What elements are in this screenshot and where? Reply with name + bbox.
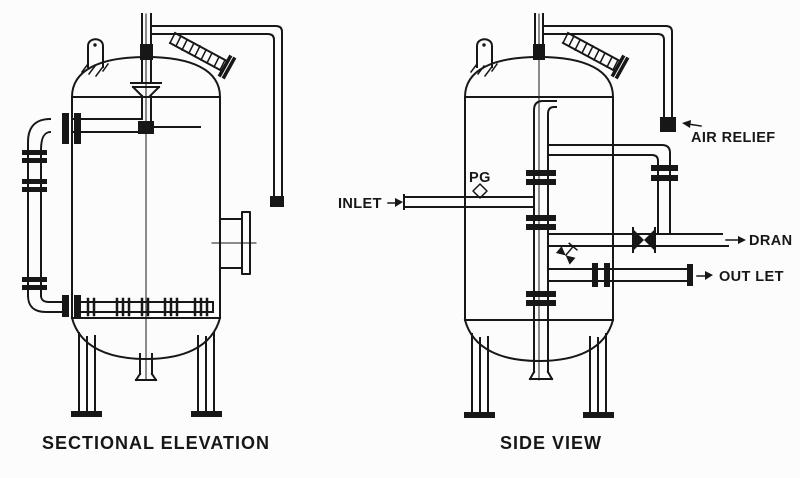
outlet-label: OUT LET xyxy=(719,269,784,285)
pipe-flange xyxy=(22,277,47,290)
pipe-flange xyxy=(526,291,556,306)
front-downcomer-pipe xyxy=(526,100,557,381)
upper-crossover-pipe xyxy=(547,144,678,235)
arrow-icon xyxy=(738,236,746,244)
inlet-pipe xyxy=(403,194,535,210)
pipe-flange xyxy=(22,179,47,192)
vessel-shell xyxy=(464,96,614,321)
foot-plate xyxy=(191,411,222,417)
arrow-icon xyxy=(705,271,713,280)
inlet-funnel xyxy=(130,82,162,98)
outlet-end-flange xyxy=(687,264,693,286)
arrow-icon xyxy=(682,120,691,128)
thread-hatching xyxy=(168,31,227,72)
support-leg-left xyxy=(464,333,495,418)
pipe-flange xyxy=(651,165,678,181)
pipe-flange xyxy=(22,150,47,163)
drain-callout: DRAN xyxy=(725,233,793,249)
side-view-caption: SIDE VIEW xyxy=(500,433,602,453)
drain-pipe xyxy=(547,227,729,253)
bottom-collection-header xyxy=(80,297,214,317)
foot-plate xyxy=(464,412,495,418)
bottom-drain-nozzle xyxy=(134,353,158,382)
sectional-elevation-caption: SECTIONAL ELEVATION xyxy=(42,433,270,453)
support-leg-right xyxy=(191,332,222,417)
thread-hatching xyxy=(561,31,620,72)
sectional-elevation-view: SECTIONAL ELEVATION xyxy=(22,13,284,453)
foot-plate xyxy=(583,412,614,418)
inlet-distributor-nozzle xyxy=(168,31,237,80)
internal-riser-pipe xyxy=(71,95,201,134)
inlet-distributor-nozzle xyxy=(561,31,630,80)
air-relief-label: AIR RELIEF xyxy=(691,130,776,146)
vent-riser-pipe xyxy=(533,13,545,60)
lifting-lug-icon xyxy=(469,38,499,78)
air-relief-pipe-run xyxy=(542,25,676,132)
outlet-callout: OUT LET xyxy=(696,269,784,285)
side-view: AIR RELIEF xyxy=(338,13,793,453)
manhole-nozzle xyxy=(211,211,257,275)
top-vent-pipe-run xyxy=(150,25,284,207)
external-downcomer-pipe xyxy=(22,117,63,313)
pressure-gauge-icon xyxy=(472,183,488,199)
pipe-flange xyxy=(526,170,556,185)
pipe-flange xyxy=(526,215,556,230)
support-leg-right xyxy=(583,333,614,418)
pipe-flange xyxy=(592,263,610,287)
shell-flange-upper xyxy=(62,113,81,144)
arrow-icon xyxy=(395,198,403,207)
vent-pipe-end-cap xyxy=(270,196,284,207)
air-relief-valve-icon xyxy=(660,117,676,132)
air-relief-callout: AIR RELIEF xyxy=(682,120,776,146)
inlet-callout: INLET xyxy=(338,196,403,212)
inlet-label: INLET xyxy=(338,196,382,212)
support-leg-left xyxy=(71,332,102,417)
foot-plate xyxy=(71,411,102,417)
nozzle-flange xyxy=(610,54,630,80)
strainer-laterals xyxy=(86,297,209,317)
pg-label: PG xyxy=(469,170,491,186)
pressure-gauge-callout: PG xyxy=(469,170,491,199)
nozzle-flange xyxy=(217,54,237,80)
sample-valve-icon xyxy=(555,242,578,265)
lifting-lug-icon xyxy=(80,38,110,78)
outlet-pipe xyxy=(547,263,693,287)
vessel-shell xyxy=(71,96,221,319)
gate-valve-icon xyxy=(632,227,656,253)
drain-label: DRAN xyxy=(749,233,793,249)
shell-flange-lower xyxy=(62,295,81,317)
